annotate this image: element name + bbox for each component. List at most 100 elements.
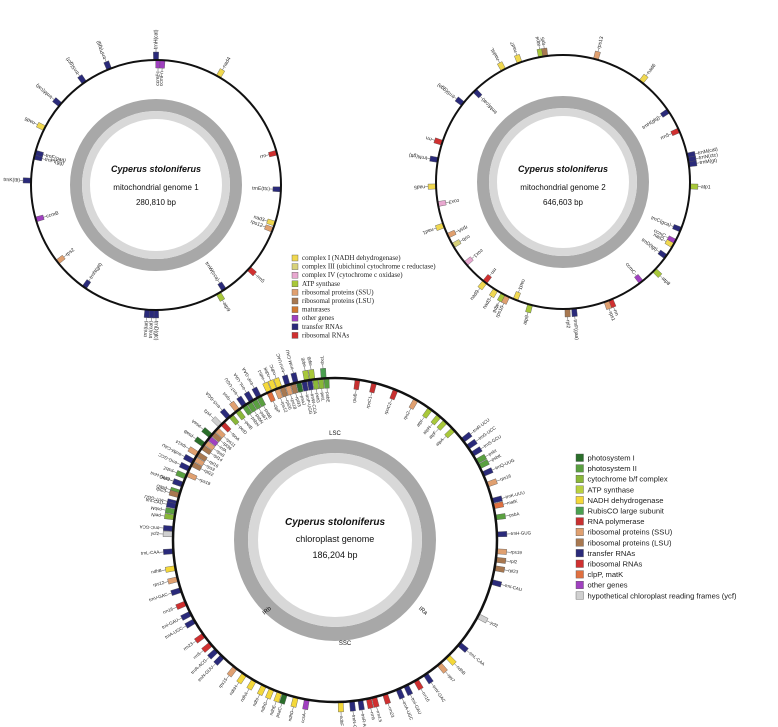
gene-label: rps4 (221, 391, 231, 401)
gene-label: rps11 (225, 437, 237, 448)
gene-leader (645, 73, 649, 76)
gene-leader (263, 405, 266, 410)
legend-swatch (575, 549, 584, 558)
gene-leader (466, 650, 470, 654)
gene-leader (223, 436, 227, 440)
legend-swatch (291, 306, 299, 313)
gene-leader (292, 706, 294, 711)
gene-label: cob (461, 233, 471, 242)
gene-leader (430, 682, 434, 687)
gene-leader (370, 392, 373, 397)
gene-label: psbK (491, 453, 502, 462)
gene-block (689, 183, 699, 190)
gene-label: ccmFc (155, 70, 161, 85)
gene-block (153, 51, 159, 61)
gene-label: rrn23 (182, 641, 194, 652)
gene-label: trnC(gca) (650, 215, 672, 228)
gene-label: rpoA (231, 432, 241, 442)
mito2-title: Cyperus stoloniferus (518, 164, 608, 174)
gene-label: trnF(gaa) (572, 319, 580, 340)
gene-leader (613, 307, 615, 311)
gene-label: ndhI (251, 697, 259, 707)
gene-leader (443, 436, 447, 440)
mito2-backbone (435, 54, 691, 310)
legend-swatch (575, 485, 584, 494)
gene-leader (486, 620, 491, 623)
gene-label: nad3 (253, 214, 266, 223)
gene-leader (504, 569, 509, 571)
chloro-region-ira: IRa (417, 606, 429, 617)
gene-leader (361, 709, 363, 714)
gene-leader (304, 709, 306, 714)
gene-leader (290, 394, 292, 399)
gene-label: psbT (259, 410, 268, 421)
gene-leader (217, 280, 220, 284)
gene-label: rps19 (199, 477, 212, 486)
gene-leader (268, 376, 271, 381)
gene-label: rrn4.5 (375, 710, 383, 723)
gene-label: atp9 (522, 314, 530, 325)
gene-label: trnN(ctc) (698, 152, 718, 161)
gene-leader (213, 448, 217, 452)
gene-label: ndhF (339, 716, 344, 727)
gene-leader (212, 663, 216, 667)
gene-leader (694, 153, 699, 155)
gene-leader (243, 418, 247, 422)
gene-leader (263, 379, 266, 383)
legend-swatch (575, 570, 584, 579)
gene-leader (489, 273, 492, 276)
gene-label: rps3 (206, 464, 217, 473)
gene-label: atpI (415, 419, 423, 428)
mito2-gc-ring-outer (477, 96, 649, 268)
gene-label: rpoC2 (383, 401, 392, 415)
gene-label: trnH-GUG (511, 530, 532, 536)
chloro-region-ssc: SSC (339, 641, 352, 647)
chloro-subtitle: chloroplast genome (296, 534, 375, 544)
gene-leader (497, 60, 500, 63)
gene-leader (266, 698, 269, 703)
gene-leader (163, 500, 168, 502)
gene-label: atpE (300, 357, 307, 367)
gene-leader (433, 227, 437, 230)
gene-leader (226, 675, 230, 679)
gene-leader (43, 216, 47, 218)
gene-leader (254, 410, 257, 415)
gene-leader (182, 625, 187, 629)
gene-leader (501, 497, 506, 499)
gene-leader (665, 236, 669, 239)
gene-leader (431, 139, 435, 141)
gene-leader (370, 708, 372, 713)
gene-label: psbH (250, 416, 260, 428)
gene-leader (216, 444, 221, 448)
gene-label: trnL-CAA (468, 651, 485, 667)
gene-label: trnH(gtg) (641, 115, 661, 131)
gene-label: rps2 (65, 247, 77, 258)
gene-label: trnI-CAU (504, 583, 522, 592)
gene-leader (445, 201, 449, 203)
gene-label: trnA-UGC (402, 701, 415, 722)
gene-label: petB (244, 420, 254, 430)
gene-label: rpl22 (203, 468, 215, 477)
gene-leader (410, 694, 413, 699)
gene-label: rps7 (446, 673, 456, 683)
gene-leader (200, 650, 204, 654)
gene-label: atpB (306, 356, 312, 366)
gene-label: ndhH (228, 684, 238, 696)
gene-label: ndhE (269, 704, 277, 716)
gene-label: rps12 (250, 219, 264, 229)
gene-leader (285, 396, 288, 401)
gene-leader (501, 584, 506, 586)
legend-label: ribosomal proteins (LSU) (302, 297, 375, 305)
gene-leader (210, 415, 214, 419)
gene-leader (489, 296, 492, 300)
gene-label: rps12 (153, 580, 166, 588)
gene-leader (264, 219, 268, 222)
gene-label: rps16 (499, 473, 512, 482)
gene-leader (408, 408, 412, 412)
gene-label: atp1 (701, 184, 711, 190)
gene-label: trnM(cat) (697, 146, 718, 156)
gene-label: ccsA (300, 713, 307, 723)
gene-label: trnW(cca) (203, 261, 220, 283)
gene-label: trnN(gtt) (88, 262, 104, 281)
gene-leader (454, 663, 458, 667)
